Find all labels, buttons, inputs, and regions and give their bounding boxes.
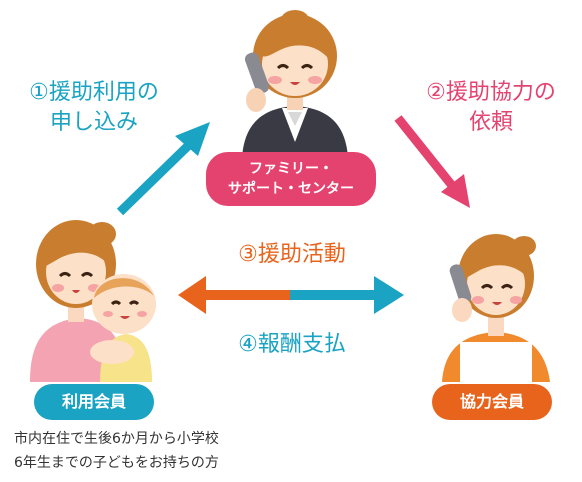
arrow-apply (116, 122, 210, 216)
eligibility-note-line1: 市内在住で生後6か月から小学校 (14, 431, 219, 447)
family-support-center-badge: ファミリー・ サポート・センター (206, 152, 376, 206)
step-activity-label: ③援助活動 (238, 242, 346, 267)
step-apply-label: ①援助利用の 申し込み (14, 78, 174, 138)
step-request-line2: 依頼 (468, 110, 513, 135)
center-line2: サポート・センター (228, 181, 354, 197)
step-payment-label: ④報酬支払 (238, 332, 346, 357)
step-apply-line2: 申し込み (49, 110, 138, 135)
step-request-line1: ②援助協力の (426, 80, 556, 105)
arrow-activity-payment (178, 276, 404, 314)
step-request-label: ②援助協力の 依頼 (406, 78, 576, 138)
arrow-request (394, 115, 470, 208)
user-member-badge: 利用会員 (34, 384, 154, 420)
helper-woman-phone-icon (442, 234, 550, 382)
mother-with-baby-icon (30, 220, 156, 382)
eligibility-note-line2: 6年生までの子どもをお持ちの方 (14, 455, 219, 471)
helper-member-badge: 協力会員 (432, 384, 552, 420)
step-apply-line1: ①援助利用の (29, 80, 159, 105)
center-line1: ファミリー・ (249, 161, 333, 177)
staff-woman-phone-icon (242, 10, 348, 158)
